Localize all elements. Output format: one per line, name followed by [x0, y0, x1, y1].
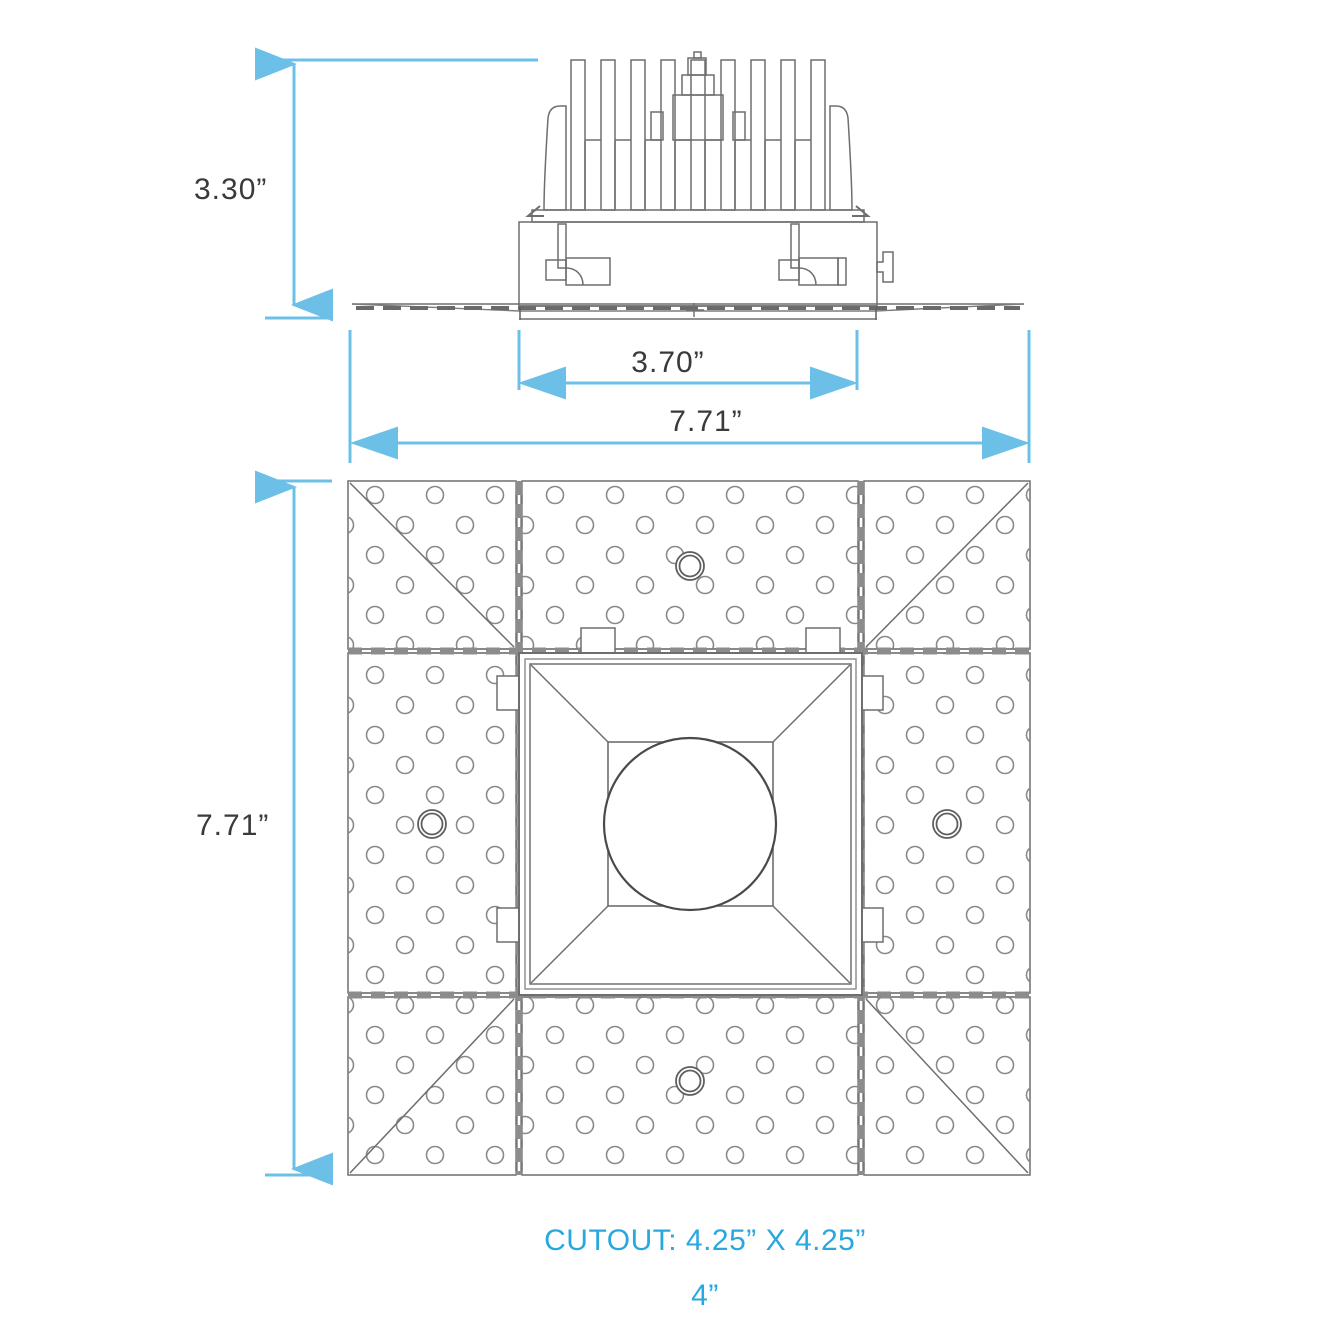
- dimension-overall-height-7-71: 7.71”: [196, 470, 333, 1186]
- trim-inner-square-2: [529, 663, 852, 985]
- dimension-label-overall-height: 7.71”: [196, 809, 269, 842]
- diagonal-top-right: [865, 482, 1029, 648]
- diagonal-top-left: [349, 482, 515, 648]
- grommet-left: [417, 809, 447, 839]
- tab-top-left: [580, 627, 616, 654]
- corner-diagonals: [349, 482, 1029, 1174]
- grommet-right: [932, 809, 962, 839]
- side-elevation-view: [351, 51, 1025, 320]
- center-aperture-assembly: [518, 652, 863, 996]
- diagonal-bottom-right: [865, 998, 1029, 1174]
- note-aperture: 4”: [691, 1279, 719, 1312]
- note-cutout: CUTOUT: 4.25” X 4.25”: [544, 1224, 866, 1257]
- heatsink-fins: [525, 51, 871, 223]
- seam-grommets: [417, 551, 962, 1096]
- grommet-top: [675, 551, 705, 581]
- bevel-diagonals: [530, 664, 851, 984]
- lens-circle: [602, 736, 778, 912]
- tab-top-right: [805, 627, 841, 654]
- dimension-label-overall-width: 7.71”: [669, 405, 742, 438]
- dimension-overall-width-7-71: 7.71”: [348, 330, 1031, 463]
- diagonal-bottom-left: [349, 998, 515, 1174]
- trim-inner-square-1: [524, 658, 857, 990]
- ceiling-plane-flange: [351, 303, 1025, 320]
- dimension-height-3-30: 3.30”: [194, 47, 538, 322]
- mounting-tabs: [496, 627, 884, 943]
- dimension-label-height: 3.30”: [194, 173, 267, 206]
- tab-left-upper: [496, 675, 522, 711]
- grommet-bottom: [675, 1066, 705, 1096]
- dimension-housing-width-3-70: 3.70”: [517, 330, 859, 400]
- tab-left-lower: [496, 907, 522, 943]
- dimension-label-housing-width: 3.70”: [631, 346, 704, 379]
- bottom-plan-view: [347, 480, 1031, 1176]
